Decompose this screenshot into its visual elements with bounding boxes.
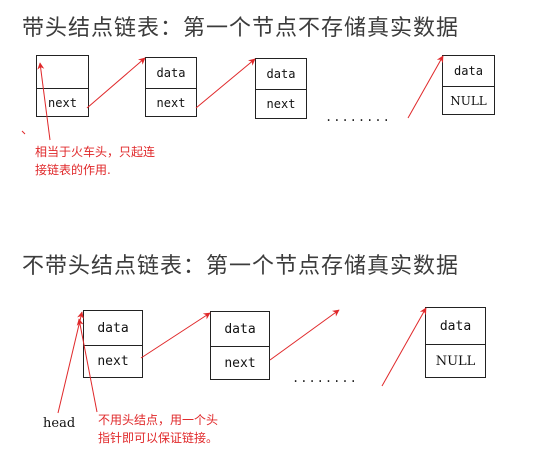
note-with-head: 相当于火车头，只起连 接链表的作用. <box>35 143 155 179</box>
note-line: 接链表的作用. <box>35 163 111 177</box>
next-arrow <box>86 57 146 109</box>
next-arrow <box>407 55 444 119</box>
list-node: data next <box>83 310 143 378</box>
node-null-cell: NULL <box>425 344 486 378</box>
list-node: data next <box>255 58 307 119</box>
list-node: data next <box>145 57 197 117</box>
tail-node: data NULL <box>442 55 495 115</box>
next-arrow <box>140 312 211 359</box>
tail-node: data NULL <box>425 307 486 378</box>
head-pointer-arrow <box>57 311 84 414</box>
node-next-cell: next <box>83 345 143 378</box>
node-data-cell <box>36 55 89 89</box>
note-line: 相当于火车头，只起连 <box>35 145 156 159</box>
node-null-cell: NULL <box>442 86 495 115</box>
node-data-cell: data <box>210 311 270 347</box>
note-without-head: 不用头结点，用一个头 指针即可以保证链接。 <box>98 411 218 447</box>
node-next-cell: next <box>210 346 270 380</box>
next-arrow <box>195 58 256 109</box>
head-pointer-label: head <box>43 416 76 431</box>
next-arrow <box>269 309 340 361</box>
note-line: 不用头结点，用一个头 <box>98 413 219 427</box>
node-data-cell: data <box>442 55 495 87</box>
ellipsis: ........ <box>292 371 358 385</box>
note-arrow <box>37 62 51 141</box>
title-without-head: 不带头结点链表：第一个节点存储真实数据 <box>22 254 460 279</box>
node-data-cell: data <box>425 307 486 345</box>
head-node: next <box>36 55 89 117</box>
list-node: data next <box>210 311 270 380</box>
node-next-cell: next <box>255 89 307 119</box>
next-arrow <box>381 307 427 387</box>
node-next-cell: next <box>145 88 197 117</box>
node-data-cell: data <box>145 57 197 89</box>
node-data-cell: data <box>255 58 307 90</box>
note-line: 指针即可以保证链接。 <box>98 431 219 445</box>
ellipsis: ........ <box>325 110 391 124</box>
node-next-cell: next <box>36 88 89 117</box>
title-with-head: 带头结点链表：第一个节点不存储真实数据 <box>22 16 460 41</box>
note-arrow <box>76 318 98 413</box>
stray-mark <box>21 130 26 135</box>
